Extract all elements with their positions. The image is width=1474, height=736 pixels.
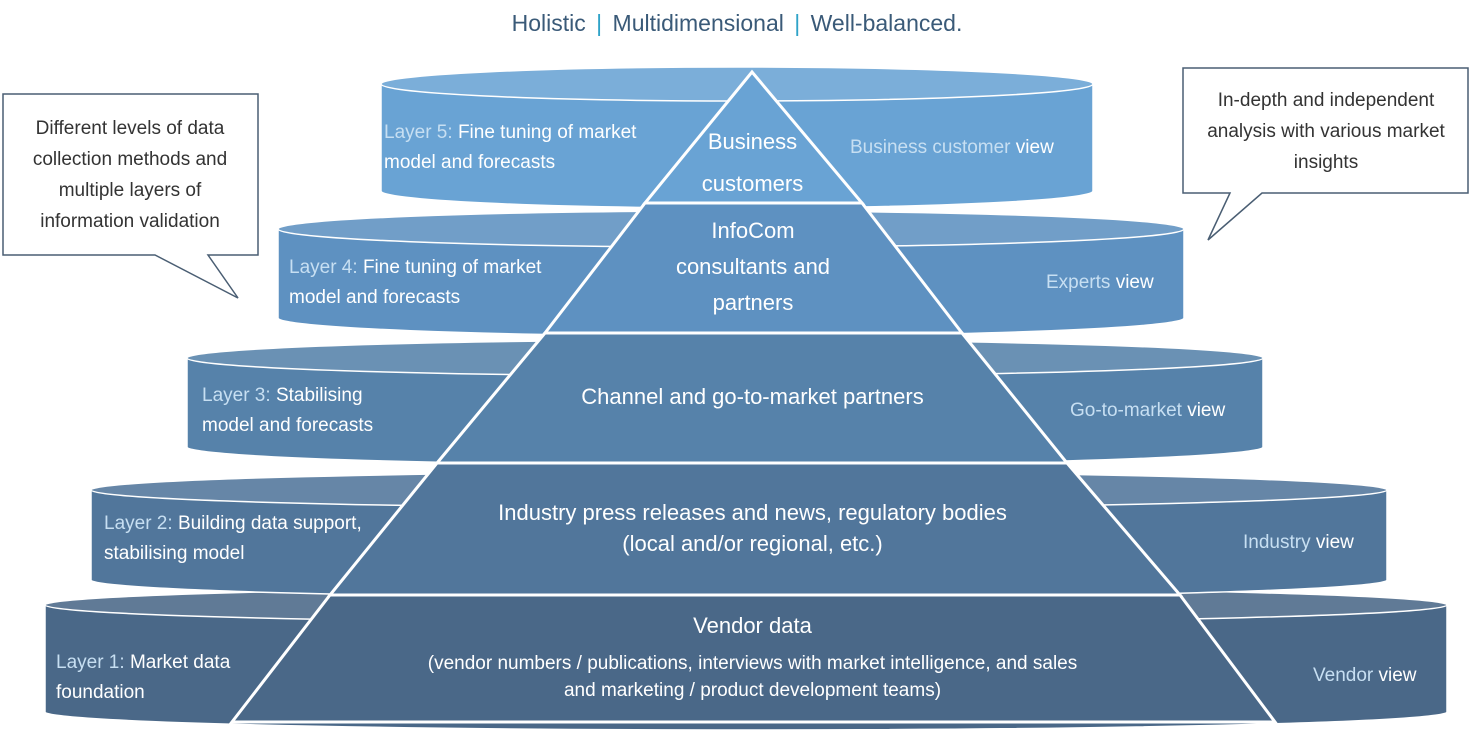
layer-3-description: Stabilising model and forecasts: [202, 385, 374, 436]
right-callout-text: In-depth and independent analysis with v…: [1207, 90, 1445, 173]
layer-3-label: Layer 3: Stabilising model and forecasts: [202, 381, 417, 441]
pyramid-label-2: Industry press releases and news, regula…: [498, 500, 1007, 556]
pyramid-label-1-title: Vendor data: [693, 613, 812, 638]
layer-4-number: Layer 4:: [289, 257, 358, 278]
view-4-suffix: view: [1115, 272, 1154, 293]
layer-1-label: Layer 1: Market data foundation: [56, 648, 276, 708]
layer-2-label: Layer 2: Building data support, stabilis…: [104, 509, 374, 569]
layer-4-label: Layer 4: Fine tuning of market model and…: [289, 253, 564, 313]
view-2-name: Industry: [1243, 532, 1311, 553]
title-separator: |: [596, 10, 603, 36]
pyramid-label-3: Channel and go-to-market partners: [581, 384, 924, 409]
view-label-5: Business customer view: [850, 137, 1054, 159]
view-label-1: Vendor view: [1313, 665, 1417, 687]
view-label-3: Go-to-market view: [1070, 400, 1225, 422]
layer-4-description: Fine tuning of market model and forecast…: [289, 257, 542, 308]
view-3-suffix: view: [1187, 400, 1226, 421]
pyramid-label-5: Business customers: [701, 129, 804, 196]
view-4-name: Experts: [1046, 272, 1111, 293]
layer-1-description: Market data foundation: [56, 652, 231, 703]
pyramid-label-1-detail: (vendor numbers / publications, intervie…: [427, 653, 1078, 701]
right-callout-bubble: [1182, 67, 1469, 241]
layer-2-number: Layer 2:: [104, 513, 173, 534]
view-1-name: Vendor: [1313, 665, 1374, 686]
left-callout-text: Different levels of data collection meth…: [32, 118, 228, 232]
layer-1-number: Layer 1:: [56, 652, 125, 673]
view-1-suffix: view: [1378, 665, 1417, 686]
view-2-suffix: view: [1315, 532, 1354, 553]
view-3-name: Go-to-market: [1070, 400, 1182, 421]
view-label-2: Industry view: [1243, 532, 1354, 554]
layer-3-number: Layer 3:: [202, 385, 271, 406]
view-5-suffix: view: [1015, 137, 1054, 158]
title-well-balanced: Well-balanced.: [810, 10, 963, 36]
title-multidimensional: Multidimensional: [612, 10, 784, 36]
layer-5-description: Fine tuning of market model and forecast…: [384, 122, 637, 173]
layer-2-description: Building data support, stabilising model: [104, 513, 362, 564]
view-5-name: Business customer: [850, 137, 1011, 158]
left-callout-bubble: [2, 93, 259, 299]
layer-5-number: Layer 5:: [384, 122, 453, 143]
layer-5-label: Layer 5: Fine tuning of market model and…: [384, 118, 674, 178]
title-holistic: Holistic: [511, 10, 586, 36]
pyramid-label-4: InfoCom consultants and partners: [675, 218, 831, 315]
pyramid-band-5: [641, 69, 866, 205]
page-title: Holistic | Multidimensional | Well-balan…: [0, 10, 1474, 37]
title-separator: |: [794, 10, 801, 36]
view-label-4: Experts view: [1046, 272, 1154, 294]
